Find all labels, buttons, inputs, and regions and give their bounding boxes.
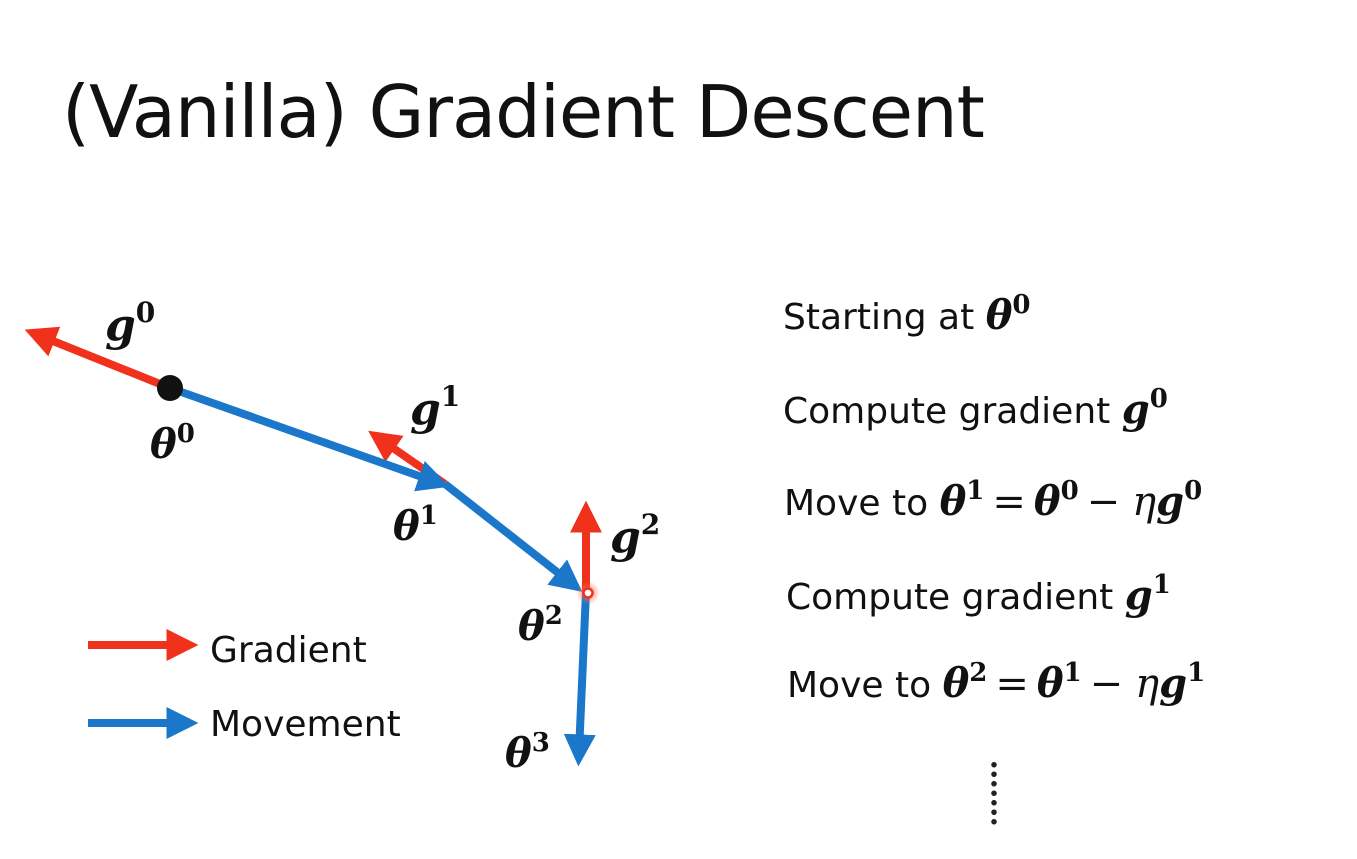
movement-arrow-1: [168, 384, 450, 492]
step-start: Starting at θ0: [783, 290, 1031, 339]
step-move-theta1: Move to θ1=θ0−ηg0: [784, 476, 1203, 525]
movement-arrow-3: [563, 591, 596, 767]
label-theta0: θ0: [150, 419, 195, 468]
step-compute-g0: Compute gradient g0: [783, 384, 1168, 433]
label-g2: g2: [610, 508, 660, 563]
label-theta2: θ2: [518, 601, 563, 650]
legend: Gradient Movement: [88, 629, 401, 745]
label-g1: g1: [410, 380, 460, 435]
theta0-point: [157, 375, 183, 401]
continuation-ellipsis: [990, 760, 998, 828]
label-g0: g0: [105, 296, 155, 351]
legend-gradient-label: Gradient: [210, 630, 367, 671]
movement-arrow-2: [442, 480, 583, 592]
label-theta3: θ3: [505, 728, 550, 777]
label-theta1: θ1: [393, 501, 438, 550]
theta2-point: [582, 587, 594, 599]
gradient-arrow-g0: [24, 326, 172, 392]
step-compute-g1: Compute gradient g1: [786, 570, 1171, 619]
step-move-theta2: Move to θ2=θ1−ηg1: [787, 658, 1206, 707]
legend-movement-label: Movement: [210, 704, 401, 745]
slide-title: (Vanilla) Gradient Descent: [62, 70, 985, 154]
